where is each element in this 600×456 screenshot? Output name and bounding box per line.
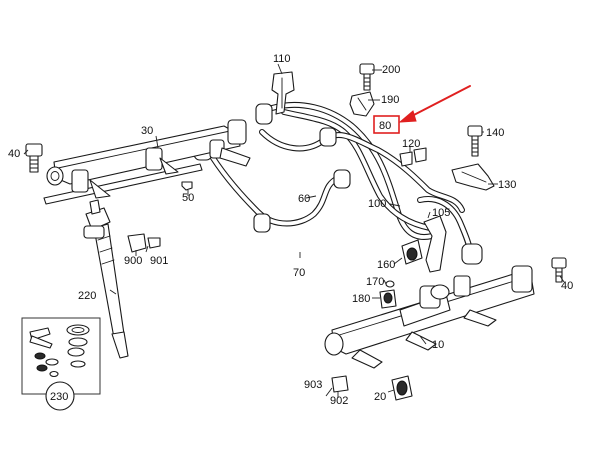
label-80: 80 [379,120,391,132]
kit-230-label-circle [45,381,75,411]
fuel-line-100 [269,101,435,240]
label-50: 50 [182,192,194,204]
label-903: 903 [304,379,322,391]
label-30: 30 [141,125,153,137]
bracket-190 [349,91,375,117]
label-180: 180 [352,293,370,305]
bracket-105 [423,215,447,273]
fitting-stack [379,239,423,309]
label-40-right: 40 [561,280,573,292]
injector-20 [391,375,413,401]
bolt-200 [359,63,375,91]
bracket-110 [271,71,295,115]
label-140: 140 [486,127,504,139]
fitting-rear [461,243,483,265]
bolt-40-right [551,257,567,283]
label-20: 20 [374,391,386,403]
bolt-40-left [25,143,43,173]
fitting-lower [253,213,271,233]
fuel-line-upper [259,129,465,213]
label-110: 110 [273,53,291,65]
label-105: 105 [432,207,450,219]
label-230: 230 [50,391,68,403]
fuel-line-60 [205,147,341,227]
clip-50 [181,181,193,191]
label-160: 160 [377,259,395,271]
bolt-140 [467,125,483,157]
clips-120 [399,147,427,167]
injector-220 [83,199,129,359]
fuel-rail-10 [324,265,535,369]
highlight-arrow [398,85,471,123]
label-900: 900 [124,255,142,267]
seal-kit-230 [21,317,101,411]
fitting-60 [333,169,351,189]
label-70: 70 [293,267,305,279]
highlight-box [373,115,400,134]
fitting-upper [319,127,337,147]
label-220: 220 [78,290,96,302]
label-130: 130 [498,179,516,191]
clamp-900-901 [127,233,161,253]
washer-170 [385,280,395,288]
label-60: 60 [298,193,310,205]
bracket-130 [451,163,495,191]
label-901: 901 [150,255,168,267]
label-200: 200 [382,64,400,76]
label-10: 10 [432,339,444,351]
label-100: 100 [368,198,386,210]
label-40-left: 40 [8,148,20,160]
clamp-902-903 [331,375,349,393]
label-902: 902 [330,395,348,407]
label-190: 190 [381,94,399,106]
leader-lines [23,63,565,398]
label-170: 170 [366,276,384,288]
label-120: 120 [402,138,420,150]
fuel-rail-30 [43,119,251,205]
fitting-80 [255,103,273,125]
